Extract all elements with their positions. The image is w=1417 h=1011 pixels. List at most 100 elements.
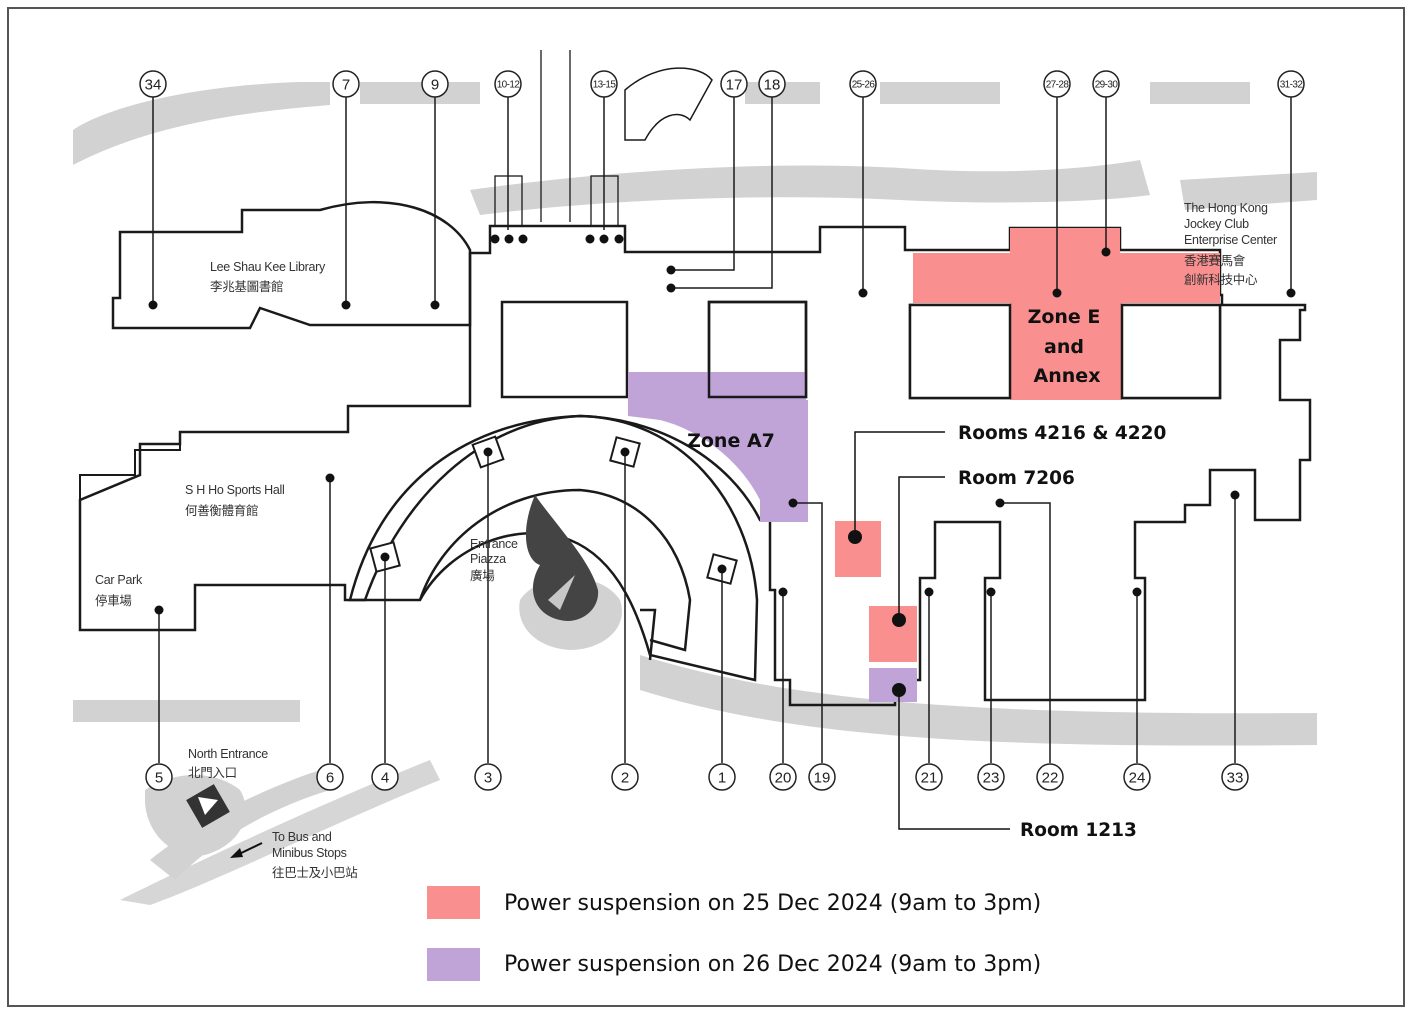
room-1213-area	[869, 668, 917, 702]
bottom-pin-dot	[483, 447, 493, 457]
top-building-marker	[332, 70, 360, 98]
bottom-building-marker	[371, 763, 399, 791]
jockey-label-zh1: 香港賽馬會	[1184, 253, 1246, 268]
jockey-label-en2: Jockey Club	[1184, 217, 1249, 231]
top-building-marker	[720, 70, 748, 98]
top-building-marker	[1092, 70, 1120, 98]
bottom-pin-dot	[1230, 490, 1240, 500]
top-building-marker	[1043, 70, 1071, 98]
jockey-label-en3: Enterprise Center	[1184, 233, 1277, 247]
library-label-zh: 李兆基圖書館	[210, 279, 283, 294]
bottom-building-marker	[769, 763, 797, 791]
zone-e-label-3: Annex	[1034, 365, 1101, 387]
bottom-building-number: 4	[381, 770, 389, 787]
legend-label-dec25: Power suspension on 25 Dec 2024 (9am to …	[504, 891, 1041, 916]
top-building-number: 17	[726, 77, 743, 94]
top-building-marker	[139, 70, 167, 98]
legend-swatch-dec25	[427, 886, 480, 919]
bottom-building-number: 21	[921, 770, 938, 787]
zone-a7-label: Zone A7	[687, 430, 775, 452]
top-pin-dot	[1286, 288, 1296, 298]
top-pin-dot	[858, 288, 868, 298]
carpark-label-en: Car Park	[95, 573, 143, 587]
top-building-marker	[849, 70, 877, 98]
bottom-building-marker	[1036, 763, 1064, 791]
jockey-label-en1: The Hong Kong	[1184, 201, 1268, 215]
pin-lines	[152, 97, 1292, 763]
top-building-marker	[758, 70, 786, 98]
bottom-building-marker	[1221, 763, 1249, 791]
top-pin-dot	[614, 234, 624, 244]
bottom-pin-dot	[325, 473, 335, 483]
bottom-building-number: 24	[1129, 770, 1146, 787]
piazza-label-en2: Piazza	[470, 552, 506, 566]
callout-room-1213: Room 1213	[1020, 820, 1137, 841]
bottom-leader-line	[1000, 502, 1051, 763]
bottom-building-number: 3	[484, 770, 492, 787]
bottom-building-number: 20	[775, 770, 792, 787]
zone-e-label-1: Zone E	[1028, 306, 1101, 328]
top-building-number: 34	[145, 77, 162, 94]
zone-e-annex-area	[913, 228, 1220, 400]
library-label-en: Lee Shau Kee Library	[210, 260, 326, 274]
top-building-number: 29-30	[1095, 80, 1119, 91]
bus-label-zh: 往巴士及小巴站	[272, 865, 357, 880]
bottom-pin-dot	[380, 552, 390, 562]
zone-a7-area	[628, 372, 808, 522]
top-pin-dot	[599, 234, 609, 244]
top-building-number: 25-26	[852, 80, 876, 91]
top-pin-dot	[666, 283, 676, 293]
top-building-marker	[494, 70, 522, 98]
top-leader-line	[671, 97, 773, 289]
bottom-pin-dot	[620, 447, 630, 457]
jockey-label-zh2: 創新科技中心	[1184, 272, 1258, 287]
top-building-number: 31-32	[1280, 80, 1304, 91]
carpark-label-zh: 停車場	[95, 593, 132, 608]
top-leader-line	[671, 97, 735, 271]
top-building-marker	[421, 70, 449, 98]
bottom-building-marker	[977, 763, 1005, 791]
top-building-marker	[1277, 70, 1305, 98]
bottom-building-number: 5	[155, 770, 163, 787]
bottom-building-marker	[316, 763, 344, 791]
north-entrance-label-en: North Entrance	[188, 747, 268, 761]
legend: Power suspension on 25 Dec 2024 (9am to …	[427, 886, 1041, 981]
zone-labels: Zone E and Annex Zone A7	[687, 306, 1100, 452]
bus-label-en1: To Bus and	[272, 830, 332, 844]
piazza-label-en1: Entrance	[470, 537, 518, 551]
roads	[73, 82, 1317, 905]
place-labels: Lee Shau Kee Library 李兆基圖書館 S H Ho Sport…	[95, 201, 1277, 880]
top-building-number: 10-12	[497, 80, 521, 91]
bottom-building-number: 33	[1227, 770, 1244, 787]
bottom-pin-dot	[986, 587, 996, 597]
top-building-number: 18	[764, 77, 781, 94]
bottom-building-marker	[474, 763, 502, 791]
bottom-pin-dot	[154, 605, 164, 615]
callout-room-7206: Room 7206	[958, 468, 1075, 489]
top-building-number: 13-15	[593, 80, 617, 91]
room-7206-area	[869, 606, 917, 662]
top-pin-dot	[490, 234, 500, 244]
sports-label-en: S H Ho Sports Hall	[185, 483, 285, 497]
bottom-building-marker	[808, 763, 836, 791]
bottom-pin-dot	[924, 587, 934, 597]
zone-e-label-2: and	[1044, 336, 1084, 358]
bottom-pin-dot	[995, 498, 1005, 508]
power-suspension-areas	[628, 228, 1222, 702]
bottom-building-marker	[145, 763, 173, 791]
top-pin-dot	[430, 300, 440, 310]
top-building-marker	[590, 70, 618, 98]
room-4216-4220-area	[835, 521, 881, 577]
bottom-building-number: 1	[718, 770, 726, 787]
top-pin-dot	[1052, 288, 1062, 298]
bottom-building-number: 6	[326, 770, 334, 787]
sports-label-zh: 何善衡體育館	[185, 503, 258, 518]
bottom-building-number: 23	[983, 770, 1000, 787]
bottom-building-marker	[611, 763, 639, 791]
bottom-pin-dot	[717, 564, 727, 574]
bottom-building-number: 22	[1042, 770, 1059, 787]
top-pin-dot	[341, 300, 351, 310]
bottom-building-marker	[915, 763, 943, 791]
piazza-inner	[418, 488, 692, 652]
block-square-1	[500, 300, 629, 399]
